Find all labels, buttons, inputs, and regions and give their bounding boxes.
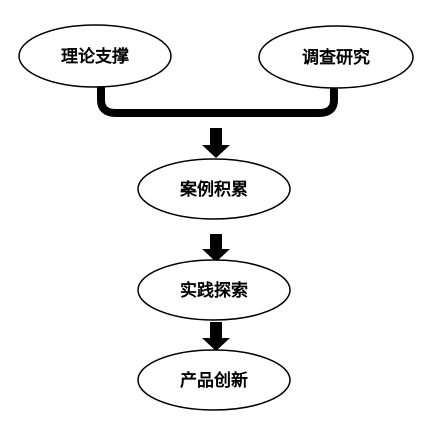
node-theory-shape (18, 24, 172, 88)
node-innovation-label: 产品创新 (180, 370, 248, 391)
down-arrow-1 (202, 128, 230, 158)
node-research-shape (258, 25, 414, 89)
node-innovation-shape (137, 349, 291, 411)
node-theory: 理论支撑 (18, 24, 172, 88)
node-practice: 实践探索 (137, 259, 291, 321)
node-cases-label: 案例积累 (179, 179, 248, 200)
down-arrow-2 (202, 234, 230, 262)
merge-connector (97, 86, 338, 117)
node-practice-shape (137, 259, 291, 321)
node-cases-shape (137, 158, 291, 220)
node-theory-label: 理论支撑 (61, 46, 129, 67)
node-research: 调查研究 (258, 25, 414, 89)
down-arrow-3 (202, 322, 230, 351)
node-innovation: 产品创新 (137, 349, 291, 411)
node-research-label: 调查研究 (302, 47, 370, 68)
node-cases: 案例积累 (137, 158, 291, 220)
node-practice-label: 实践探索 (180, 280, 248, 301)
